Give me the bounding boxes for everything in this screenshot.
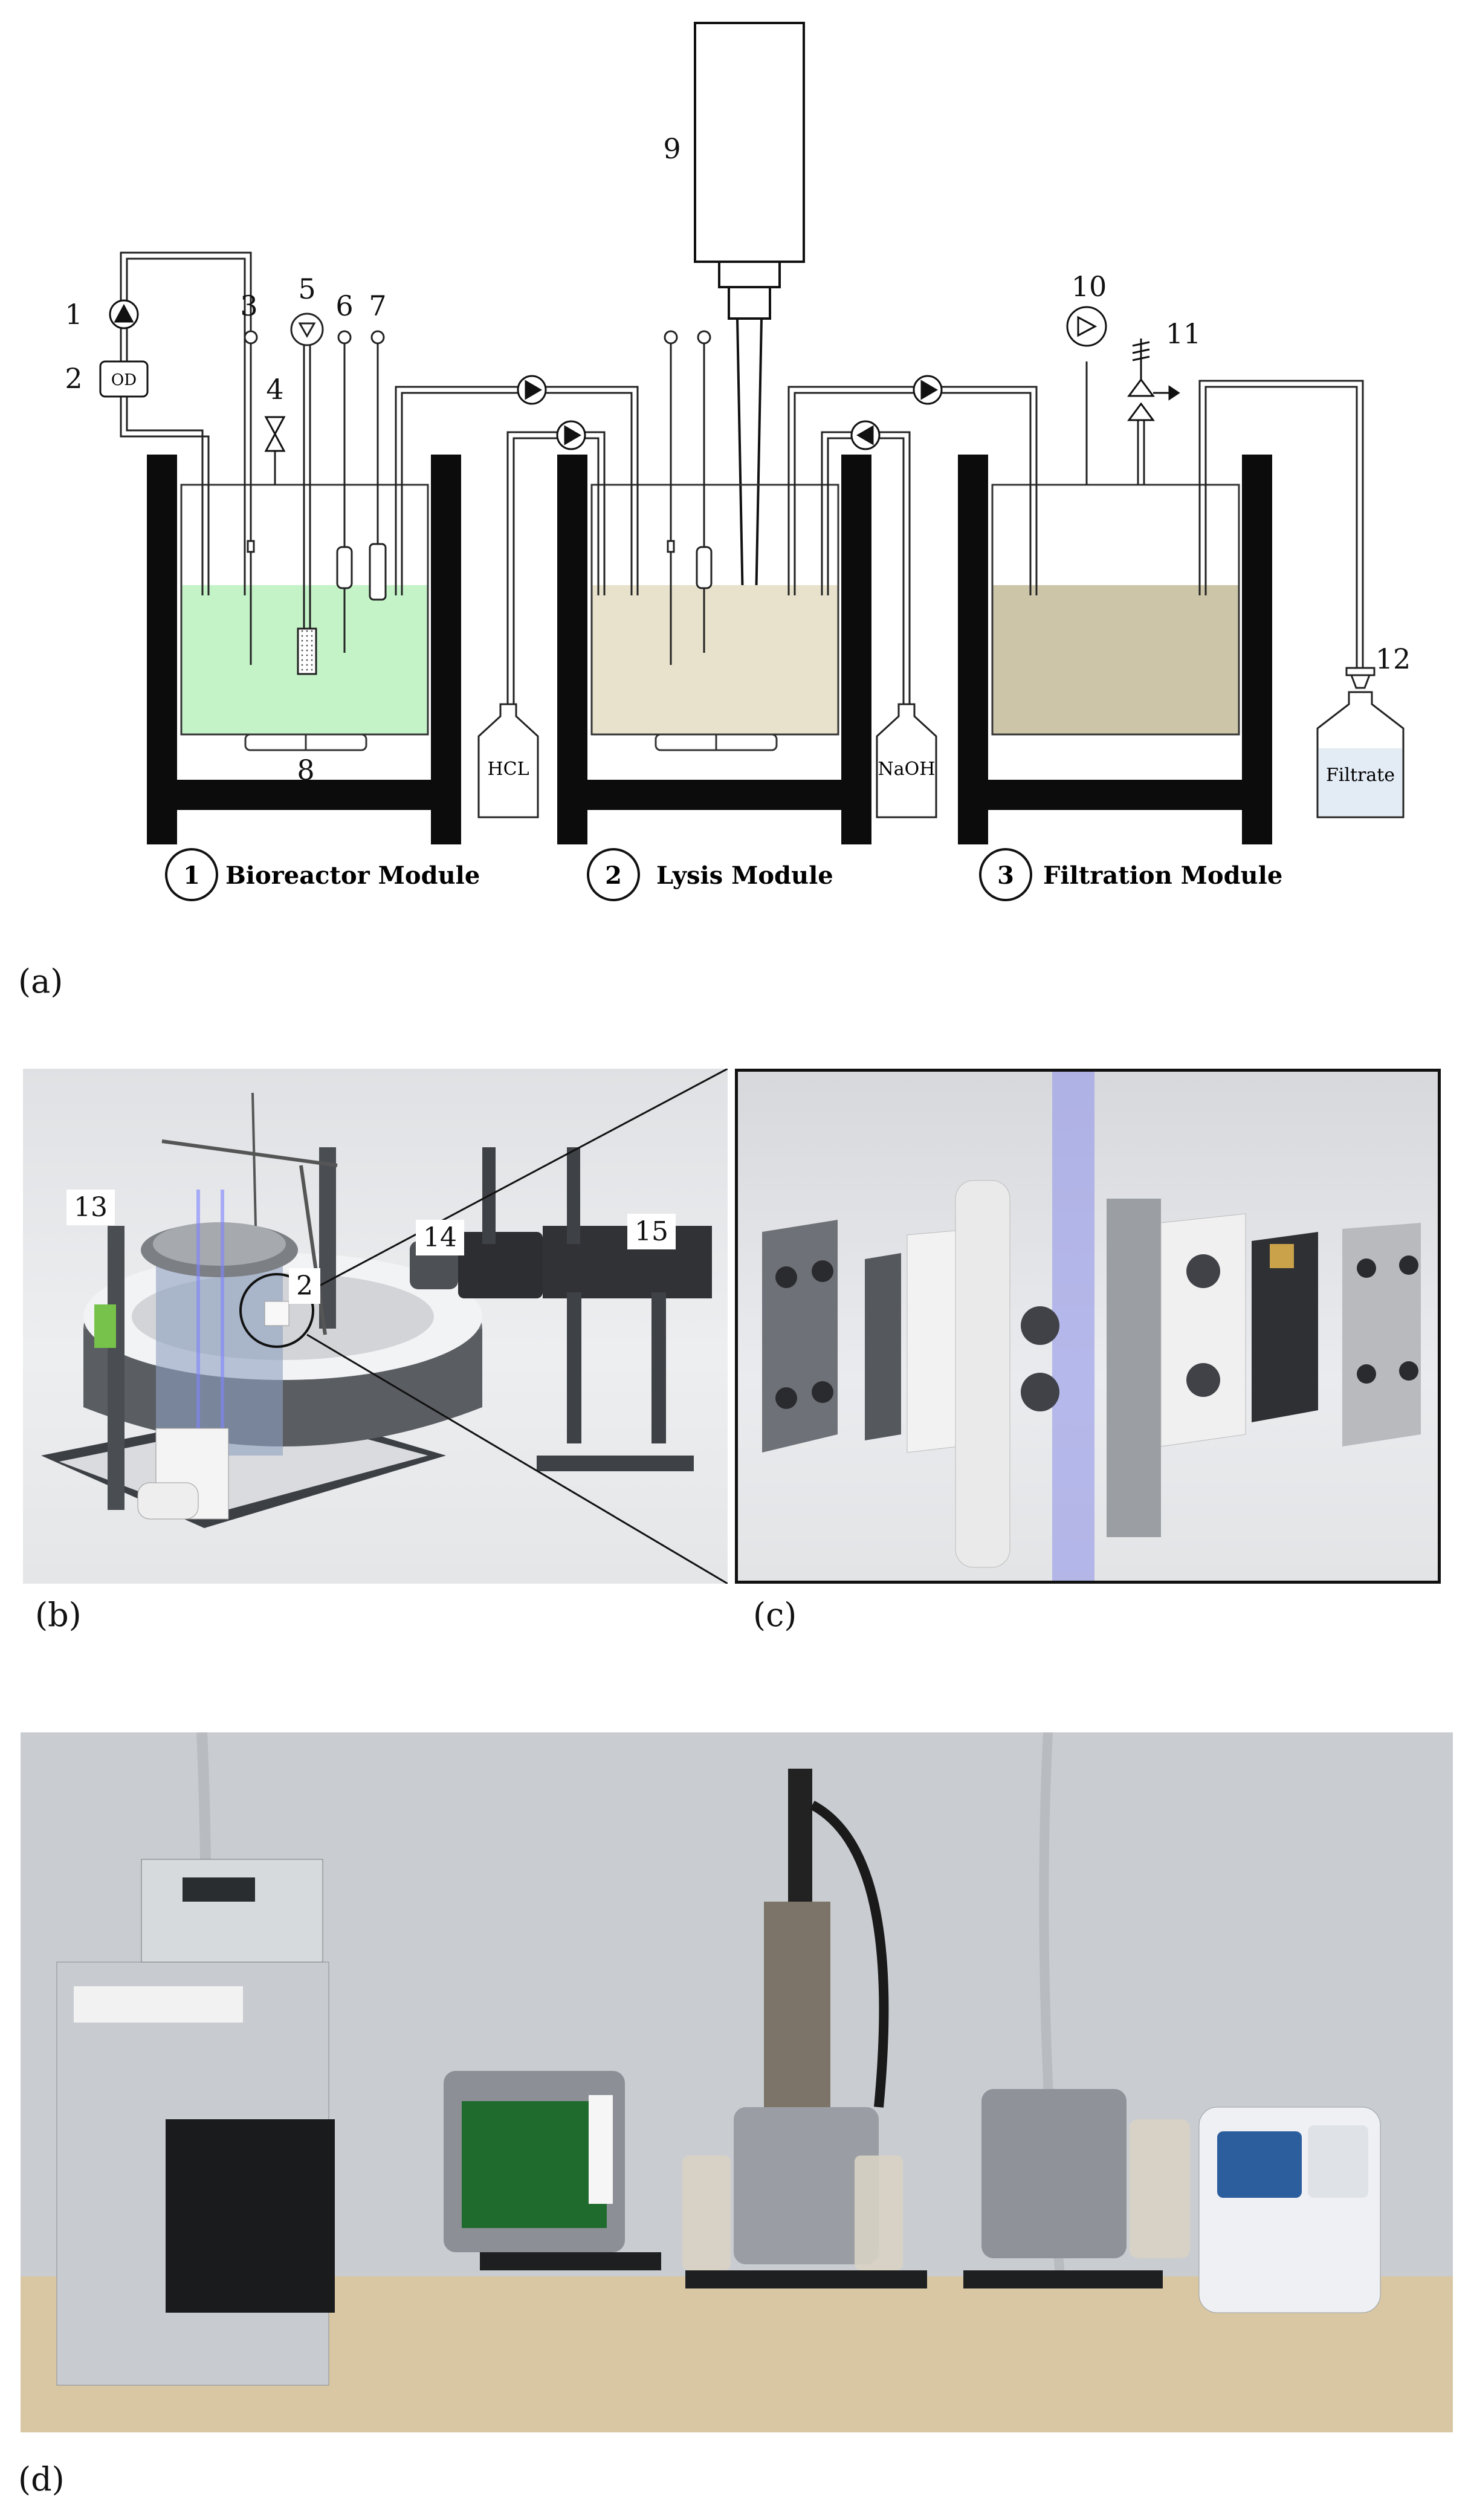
module-3-number: 3 [997, 861, 1014, 890]
lysis-frame [557, 455, 871, 844]
module-1-name: Bioreactor Module [225, 861, 480, 890]
number-3: 3 [240, 290, 257, 322]
filtrate-label: Filtrate [1326, 765, 1395, 786]
module-2-name: Lysis Module [656, 861, 833, 890]
number-5: 5 [298, 273, 315, 305]
number-11: 11 [1166, 317, 1201, 350]
lysis-probes [664, 330, 713, 665]
filtration-vessel [991, 484, 1240, 736]
lysis-vessel [590, 484, 839, 751]
module-3-name: Filtration Module [1043, 861, 1282, 890]
process-schematic: OD HCL [65, 22, 1411, 901]
module-2-number: 2 [605, 861, 622, 890]
module-labels: 1 Bioreactor Module 2 Lysis Module 3 Fil… [165, 848, 1282, 901]
panel-label-b: (b) [35, 1596, 82, 1634]
naoh-bottle: NaOH [876, 703, 937, 818]
filtrate-bottle: Filtrate [1316, 667, 1405, 818]
bioreactor-render: 13 2 14 15 [23, 1069, 728, 1584]
number-8: 8 [297, 754, 314, 786]
flow-cell-render-drawing [762, 1072, 1421, 1581]
pressure-gauge-icon [1066, 306, 1107, 347]
panel-label-d: (d) [18, 2460, 65, 2498]
bioreactor-frame [147, 455, 461, 844]
number-1: 1 [65, 298, 82, 331]
callout-15: 15 [627, 1214, 676, 1249]
callout-14: 14 [416, 1220, 464, 1255]
sonicator [694, 22, 805, 636]
number-2: 2 [65, 362, 82, 395]
number-9: 9 [663, 132, 681, 165]
bioreactor-probes [244, 313, 387, 675]
hcl-label: HCL [487, 759, 529, 780]
hcl-bottle: HCL [477, 703, 539, 818]
number-10: 10 [1072, 270, 1107, 303]
od-label: OD [111, 371, 137, 389]
callout-13: 13 [66, 1190, 115, 1225]
valve-icon [264, 416, 286, 452]
number-12: 12 [1376, 643, 1411, 675]
callout-2: 2 [289, 1268, 320, 1304]
module-1-number: 1 [183, 861, 200, 890]
pump-icon [109, 299, 943, 450]
bioreactor-render-drawing [41, 1069, 728, 1584]
panel-label-c: (c) [753, 1596, 797, 1634]
component-numbers: 1 2 3 4 5 6 7 8 9 10 11 12 [65, 132, 1411, 786]
number-7: 7 [369, 290, 386, 322]
filtration-frame [958, 455, 1272, 844]
panel-label-a: (a) [18, 962, 63, 1000]
relief-valve-icon [1127, 338, 1180, 421]
naoh-label: NaOH [878, 759, 936, 780]
lab-setup-photo [21, 1732, 1453, 2432]
tubing [120, 251, 1364, 704]
flow-cell-render [735, 1069, 1441, 1584]
number-4: 4 [266, 373, 283, 406]
number-6: 6 [335, 290, 353, 322]
od-sensor: OD [99, 360, 149, 398]
lab-setup-photo-drawing [21, 1732, 1453, 2432]
